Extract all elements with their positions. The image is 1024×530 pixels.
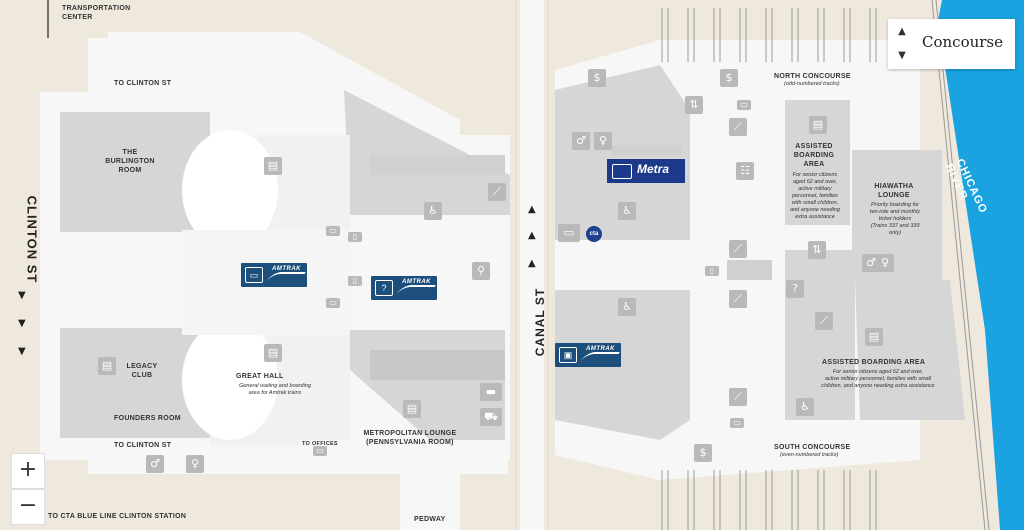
legacy-club-label: LEGACY CLUB <box>126 363 158 379</box>
restroom-icon[interactable]: ♀ <box>594 132 612 150</box>
clinton-street-label: CLINTON ST <box>24 195 40 284</box>
great-hall-label: GREAT HALL <box>236 373 284 380</box>
waiting-seats-icon[interactable]: ▤ <box>809 116 827 134</box>
south-concourse-label: SOUTH CONCOURSE <box>774 444 851 451</box>
amtrak-wordmark: AMTRAK <box>402 279 431 285</box>
escalator-icon[interactable]: ⟋ <box>729 388 747 406</box>
to-clinton-bottom-label: TO CLINTON ST <box>114 442 172 449</box>
zoom-in-button[interactable]: + <box>11 453 45 489</box>
atm-icon[interactable]: ▯ <box>705 266 719 276</box>
hiawatha-lounge-label: HIAWATHA LOUNGE <box>874 183 914 199</box>
current-level-label: Concourse <box>922 33 1004 51</box>
hiawatha-lounge-note: Priority boarding for ten-ride and month… <box>869 202 921 236</box>
assisted-boarding-note: For senior citizens aged 62 and over, ac… <box>790 172 840 220</box>
chevron-down-icon: ▼ <box>18 346 26 357</box>
ticket-icon: ▭ <box>245 267 263 283</box>
amtrak-info-logo[interactable]: ? AMTRAK <box>371 276 437 300</box>
waiting-seats-icon[interactable]: ▤ <box>264 344 282 362</box>
assisted-boarding-label: ASSISTED BOARDING AREA <box>793 143 835 168</box>
burlington-room-label: THE BURLINGTON ROOM <box>105 149 155 174</box>
chevron-up-icon: ▲ <box>528 230 536 241</box>
ticket-icon[interactable]: ▭ <box>313 446 327 456</box>
metra-wordmark: Metra <box>637 162 670 176</box>
waiting-seats-icon[interactable]: ▤ <box>98 357 116 375</box>
north-concourse-note: (odd-numbered tracks) <box>784 81 840 87</box>
ticket-icon[interactable]: ▭ <box>558 224 580 242</box>
level-selector[interactable]: ▲ ▼ Concourse <box>888 19 1015 69</box>
pedway-label: PEDWAY <box>414 516 446 523</box>
amtrak-ticketing-logo[interactable]: ▭ AMTRAK <box>241 263 307 287</box>
atm-icon[interactable]: ▭ <box>326 226 340 236</box>
elevator-icon[interactable]: ⇅ <box>808 241 826 259</box>
amtrak-baggage-logo[interactable]: ▣ AMTRAK <box>555 343 621 367</box>
chevron-down-icon: ▼ <box>18 318 26 329</box>
accessible-icon[interactable]: ♿ <box>796 398 814 416</box>
info-icon: ? <box>375 280 393 296</box>
chevron-up-icon: ▲ <box>528 204 536 215</box>
escalator-icon[interactable]: ⟋ <box>729 240 747 258</box>
dollar-icon[interactable]: $ <box>694 444 712 462</box>
atm-icon[interactable]: ▯ <box>348 232 362 242</box>
food-icon[interactable]: ☷ <box>736 162 754 180</box>
accessible-icon[interactable]: ♿ <box>424 202 442 220</box>
taxi-icon[interactable]: ▬ <box>480 383 502 401</box>
restroom-icon[interactable]: ♂ <box>862 254 880 272</box>
escalator-icon[interactable]: ⟋ <box>488 183 506 201</box>
accessible-icon[interactable]: ♿ <box>618 202 636 220</box>
metra-ticketing-logo[interactable]: Metra <box>607 159 685 183</box>
elevator-icon[interactable]: ⇅ <box>685 96 703 114</box>
zoom-out-button[interactable]: − <box>11 489 45 525</box>
escalator-icon[interactable]: ⟋ <box>729 118 747 136</box>
dollar-icon[interactable]: $ <box>720 69 738 87</box>
north-concourse-label: NORTH CONCOURSE <box>774 73 851 80</box>
restroom-icon[interactable]: ♀ <box>876 254 894 272</box>
dollar-icon[interactable]: $ <box>588 69 606 87</box>
car-icon[interactable]: ⛟ <box>480 408 502 426</box>
great-hall-note: General waiting and boarding area for Am… <box>239 383 311 396</box>
restroom-icon[interactable]: ♀ <box>186 455 204 473</box>
atm-icon[interactable]: ▭ <box>730 418 744 428</box>
ticket-icon <box>612 164 632 179</box>
info-icon[interactable]: ? <box>786 280 804 298</box>
transportation-center-label: TRANSPORTATION CENTER <box>62 5 131 21</box>
atm-icon[interactable]: ▭ <box>326 298 340 308</box>
assisted-boarding-area-note: For senior citizens aged 62 and over, ac… <box>821 369 935 389</box>
restroom-icon[interactable]: ♂ <box>146 455 164 473</box>
atm-icon[interactable]: ▭ <box>737 100 751 110</box>
founders-room-label: FOUNDERS ROOM <box>114 415 181 422</box>
south-concourse-note: (even-numbered tracks) <box>780 452 839 458</box>
level-up-button[interactable]: ▲ <box>898 26 906 37</box>
to-cta-blue-label: TO CTA BLUE LINE CLINTON STATION <box>48 513 187 520</box>
chicago-river <box>938 0 1024 530</box>
escalator-icon[interactable]: ⟋ <box>815 312 833 330</box>
amtrak-wordmark: AMTRAK <box>272 266 301 272</box>
canal-street-label: CANAL ST <box>533 287 548 357</box>
waiting-seats-icon[interactable]: ▤ <box>403 400 421 418</box>
restroom-icon[interactable]: ♂ <box>572 132 590 150</box>
baggage-icon: ▣ <box>559 347 577 363</box>
escalator-icon[interactable]: ⟋ <box>729 290 747 308</box>
waiting-seats-icon[interactable]: ▤ <box>865 328 883 346</box>
level-down-button[interactable]: ▼ <box>898 50 906 61</box>
to-offices-label: TO OFFICES <box>302 441 338 447</box>
chevron-down-icon: ▼ <box>18 290 26 301</box>
atm-icon[interactable]: ▯ <box>348 276 362 286</box>
baggage-icon[interactable]: ⚲ <box>472 262 490 280</box>
metropolitan-lounge-label: METROPOLITAN LOUNGE (PENNSYLVANIA ROOM) <box>363 430 457 446</box>
assisted-boarding-area-label: ASSISTED BOARDING AREA <box>822 359 926 366</box>
chevron-up-icon: ▲ <box>528 258 536 269</box>
waiting-seats-icon[interactable]: ▤ <box>264 157 282 175</box>
cta-logo[interactable]: cta <box>586 226 602 242</box>
amtrak-wordmark: AMTRAK <box>586 346 615 352</box>
accessible-icon[interactable]: ♿ <box>618 298 636 316</box>
to-clinton-top-label: TO CLINTON ST <box>114 80 172 87</box>
